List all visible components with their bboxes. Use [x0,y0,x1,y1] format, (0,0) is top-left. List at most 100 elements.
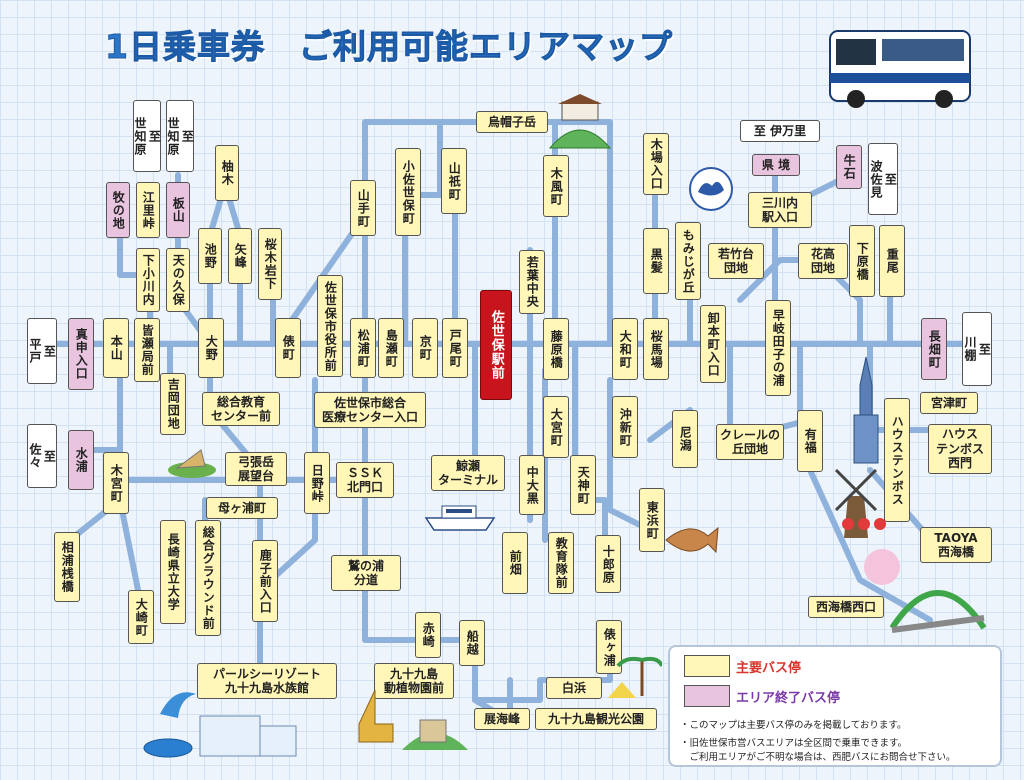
stop-nakaoguro[interactable]: 中大黒 [519,455,545,515]
stop-shimohara[interactable]: 下原橋 [849,225,875,297]
stop-minase[interactable]: 皆瀬局前 [134,318,160,382]
stop-shigeo[interactable]: 重尾 [879,225,905,297]
stop-kyoikutai[interactable]: 教育隊前 [548,532,574,594]
stop-kenritsu[interactable]: 長崎県立大学 [160,520,186,624]
route-line [117,497,143,603]
stop-akasaki[interactable]: 赤崎 [415,612,441,658]
stop-makinoji[interactable]: 牧の地 [106,182,130,238]
stop-huis[interactable]: ハウステンボス [884,398,910,522]
mountain-illustration [548,94,612,149]
stop-momijigaoka[interactable]: もみじが丘 [675,222,701,300]
stop-wakabachuo[interactable]: 若葉中央 [519,250,545,314]
legend-note-2: ・旧佐世保市営バスエリアは全区間で乗車できます。 [680,738,908,749]
stop-doshokubutsu[interactable]: 九十九島 動植物園前 [374,663,454,699]
stop-amanokubo[interactable]: 天の久保 [166,248,190,312]
stop-huis-west[interactable]: ハウス テンボス 西門 [928,424,992,474]
stop-yamine[interactable]: 矢峰 [228,228,252,284]
stop-yuki[interactable]: 柚木 [215,145,239,201]
stop-toomachi[interactable]: 戸尾町 [442,318,468,378]
stop-yamagiyamachi[interactable]: 山祇町 [441,148,467,214]
stop-ssk[interactable]: ＳＳＫ 北門口 [336,462,394,498]
route-line [607,377,653,533]
stop-hahagaura[interactable]: 母ヶ浦町 [206,497,278,519]
sundial-illustration [168,449,216,478]
stop-mizuura[interactable]: 水浦 [68,430,94,490]
stop-hayagi[interactable]: 早岐田子の浦 [765,300,791,396]
stop-nitagata[interactable]: 尼潟 [672,410,698,468]
stop-ikeno[interactable]: 池野 [198,228,222,284]
stop-sakuraba[interactable]: 桜馬場 [643,318,669,380]
stop-higashihama[interactable]: 東浜町 [639,488,665,552]
stop-kankokoen[interactable]: 九十九島観光公園 [535,708,657,730]
stop-maebatake[interactable]: 前畑 [502,532,528,594]
stop-eritoge[interactable]: 江里峠 [136,182,160,238]
route-line [402,192,458,347]
stop-saikaibashi-nishi[interactable]: 西海橋西口 [808,596,884,618]
stop-manaka[interactable]: 真申入口 [68,318,94,390]
legend-main-label: 主要バス停 [736,661,802,676]
stop-sogo-ground[interactable]: 総合グラウンド前 [195,520,221,636]
stop-fujiwara[interactable]: 藤原橋 [543,318,569,380]
stop-aimizuhashi[interactable]: 相浦桟橋 [54,532,80,602]
stop-jurobara[interactable]: 十郎原 [595,535,621,593]
stop-sakuragiiwashita[interactable]: 桜木岩下 [258,228,282,300]
beach-tent-illustration [608,656,662,698]
stop-ohno[interactable]: 大野 [198,318,224,378]
stop-yamatemachi[interactable]: 山手町 [350,180,376,236]
stop-osaki[interactable]: 大崎町 [128,590,154,644]
stop-kuroge[interactable]: 黒髪 [643,228,669,294]
stop-kashimae[interactable]: 鹿子前入口 [252,540,278,622]
destination-sasa: 至 佐々 [27,424,57,488]
stop-kokazamachi[interactable]: 木風町 [543,155,569,217]
stop-honzan[interactable]: 本山 [103,318,129,378]
castle-wall-illustration [402,719,468,750]
legend-note-3: ご利用エリアがご不明な場合は、西肥バスにお問合せ下さい。 [680,752,956,763]
stop-nagahata[interactable]: 長畑町 [921,318,947,380]
city-emblem-icon [689,167,733,211]
stop-washinoura[interactable]: 鷲の浦 分道 [331,555,401,591]
stop-kyomachi[interactable]: 京町 [412,318,438,378]
destination-kawatana: 至 川棚 [962,312,992,386]
stop-gyushi[interactable]: 牛石 [836,145,862,189]
stop-owa[interactable]: 大和町 [612,318,638,380]
stop-itayama[interactable]: 板山 [166,182,190,238]
stop-kenkyo[interactable]: 県 境 [752,154,800,176]
stop-arifuku[interactable]: 有福 [797,410,823,472]
stop-matsuura[interactable]: 松浦町 [350,318,376,378]
stop-tenjin[interactable]: 天神町 [570,455,596,515]
stop-kimiya[interactable]: 木宮町 [103,452,129,514]
stop-shiyakusho[interactable]: 佐世保市役所前 [317,275,343,377]
stop-shiragahama[interactable]: 白浜 [546,677,602,699]
stop-okishin[interactable]: 沖新町 [612,396,638,458]
stop-yoshioka[interactable]: 吉岡団地 [160,373,186,435]
stop-iryo-center[interactable]: 佐世保市総合 医療センター入口 [314,392,426,428]
stop-sasebo-station[interactable]: 佐世保駅前 [480,290,512,400]
stop-ukezaki[interactable]: 卸本町入口 [700,305,726,383]
stop-pearl[interactable]: パールシーリゾート 九十九島水族館 [197,663,337,699]
destination-imari: 至 伊万里 [740,120,820,142]
stop-kobanoguchi[interactable]: 木場入口 [643,133,669,195]
stop-kujira[interactable]: 鯨瀬 ターミナル [431,455,505,491]
stop-eboshidake[interactable]: 烏帽子岳 [476,111,548,133]
destination-hirado: 至 平戸 [27,318,57,384]
stop-taoya[interactable]: TAOYA 西海橋 [920,527,992,563]
legend-end-swatch [684,685,730,707]
stop-yumiharidake[interactable]: 弓張岳 展望台 [225,452,287,486]
stop-wakatakedai[interactable]: 若竹台 団地 [708,243,764,279]
stop-shimokoguchi[interactable]: 下小川内 [136,248,160,312]
stop-hinotoge[interactable]: 日野峠 [304,452,330,514]
destination-sechibaru-1: 至 世知原 [133,100,161,172]
bus-illustration [829,30,971,108]
stop-tawara[interactable]: 俵町 [275,318,301,378]
stop-tenkaimine[interactable]: 展海峰 [474,708,530,730]
stop-hanataka[interactable]: 花高 団地 [798,243,848,279]
stop-sogo-kyoiku[interactable]: 総合教育 センター前 [202,392,280,426]
stop-funakoshi[interactable]: 船越 [459,620,485,666]
stop-shimanose[interactable]: 島瀬町 [378,318,404,378]
stop-miyazu[interactable]: 宮津町 [920,392,978,414]
stop-daigu[interactable]: 大宮町 [543,396,569,458]
stop-creil[interactable]: クレールの丘団地 [716,424,784,460]
stop-mikawachi[interactable]: 三川内 駅入口 [748,192,812,228]
stop-kosasebo[interactable]: 小佐世保町 [395,148,421,236]
dried-fish-illustration [665,526,719,554]
